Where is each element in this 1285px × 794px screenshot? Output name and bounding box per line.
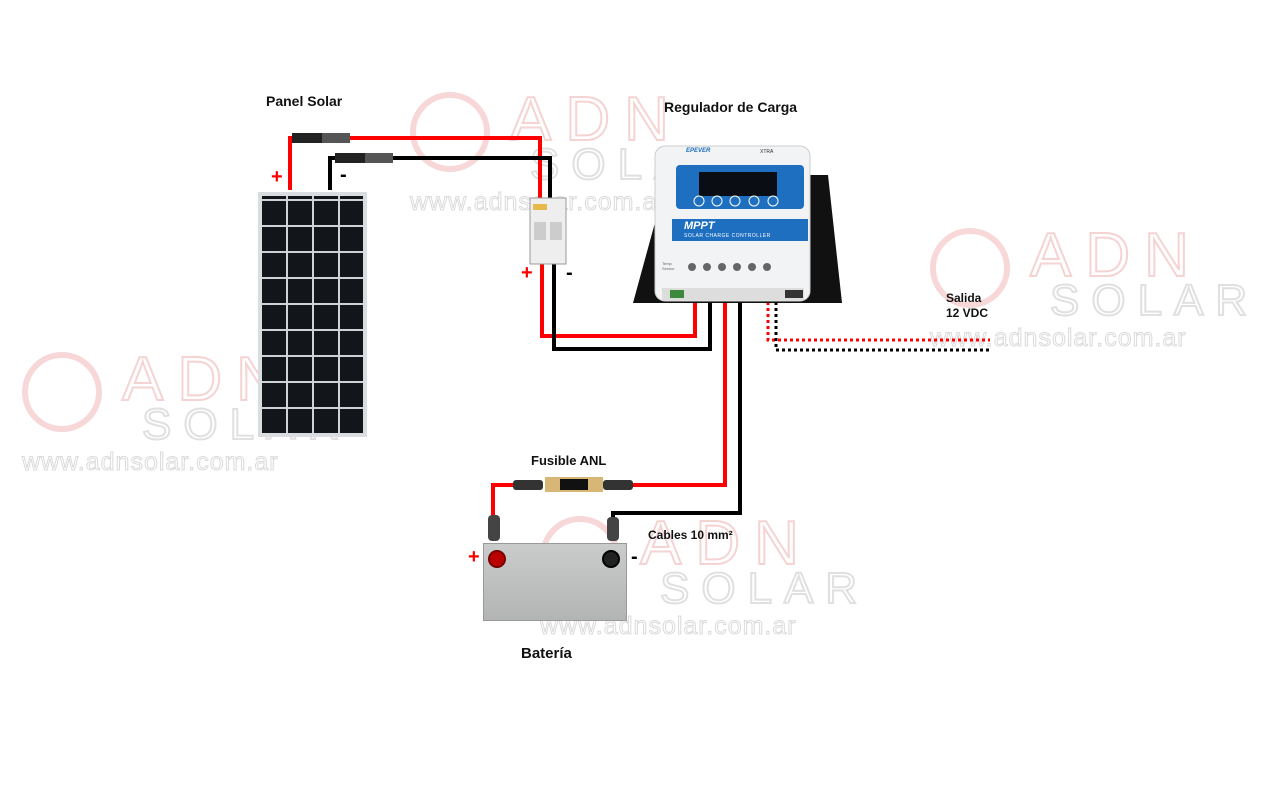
temp-sensor-label: Temp Sensor	[662, 261, 675, 271]
breaker-minus-sign: -	[566, 262, 573, 284]
mppt-subtitle: SOLAR CHARGE CONTROLLER	[684, 233, 771, 239]
breaker-plus-sign: +	[521, 262, 533, 284]
output-label: Salida	[946, 291, 982, 305]
battery-negative-wire	[611, 290, 742, 520]
battery-positive-lug	[488, 515, 500, 541]
breaker-positive-wire	[540, 262, 697, 338]
positive-terminal	[488, 550, 506, 568]
battery	[483, 543, 627, 621]
controller-brand: EPEVER	[686, 148, 711, 154]
panel-label: Panel Solar	[266, 93, 343, 109]
negative-terminal	[602, 550, 620, 568]
battery-minus-sign: -	[631, 546, 638, 568]
panel-plus-sign: +	[271, 166, 283, 188]
battery-negative-lug	[607, 517, 619, 541]
battery-label: Batería	[521, 645, 572, 662]
anl-fuse	[513, 477, 633, 492]
output-voltage: 12 VDC	[946, 306, 989, 320]
battery-positive-wire	[491, 290, 727, 515]
panel-negative-wire	[328, 156, 552, 200]
solar-panel	[258, 192, 367, 437]
charge-controller	[633, 145, 842, 303]
panel-positive-wire	[288, 136, 542, 200]
load-positive-wire	[766, 290, 990, 342]
cables-label: Cables 10 mm²	[648, 528, 733, 542]
dc-breaker	[529, 197, 567, 265]
load-negative-wire	[774, 290, 990, 352]
fuse-label: Fusible ANL	[531, 453, 607, 468]
controller-label: Regulador de Carga	[664, 99, 798, 115]
controller-model: XTRA	[760, 149, 774, 155]
panel-minus-sign: -	[340, 164, 347, 186]
breaker-negative-wire	[552, 262, 712, 351]
mppt-title: MPPT	[684, 220, 715, 232]
battery-plus-sign: +	[468, 546, 480, 568]
mc4-connector	[292, 133, 393, 163]
